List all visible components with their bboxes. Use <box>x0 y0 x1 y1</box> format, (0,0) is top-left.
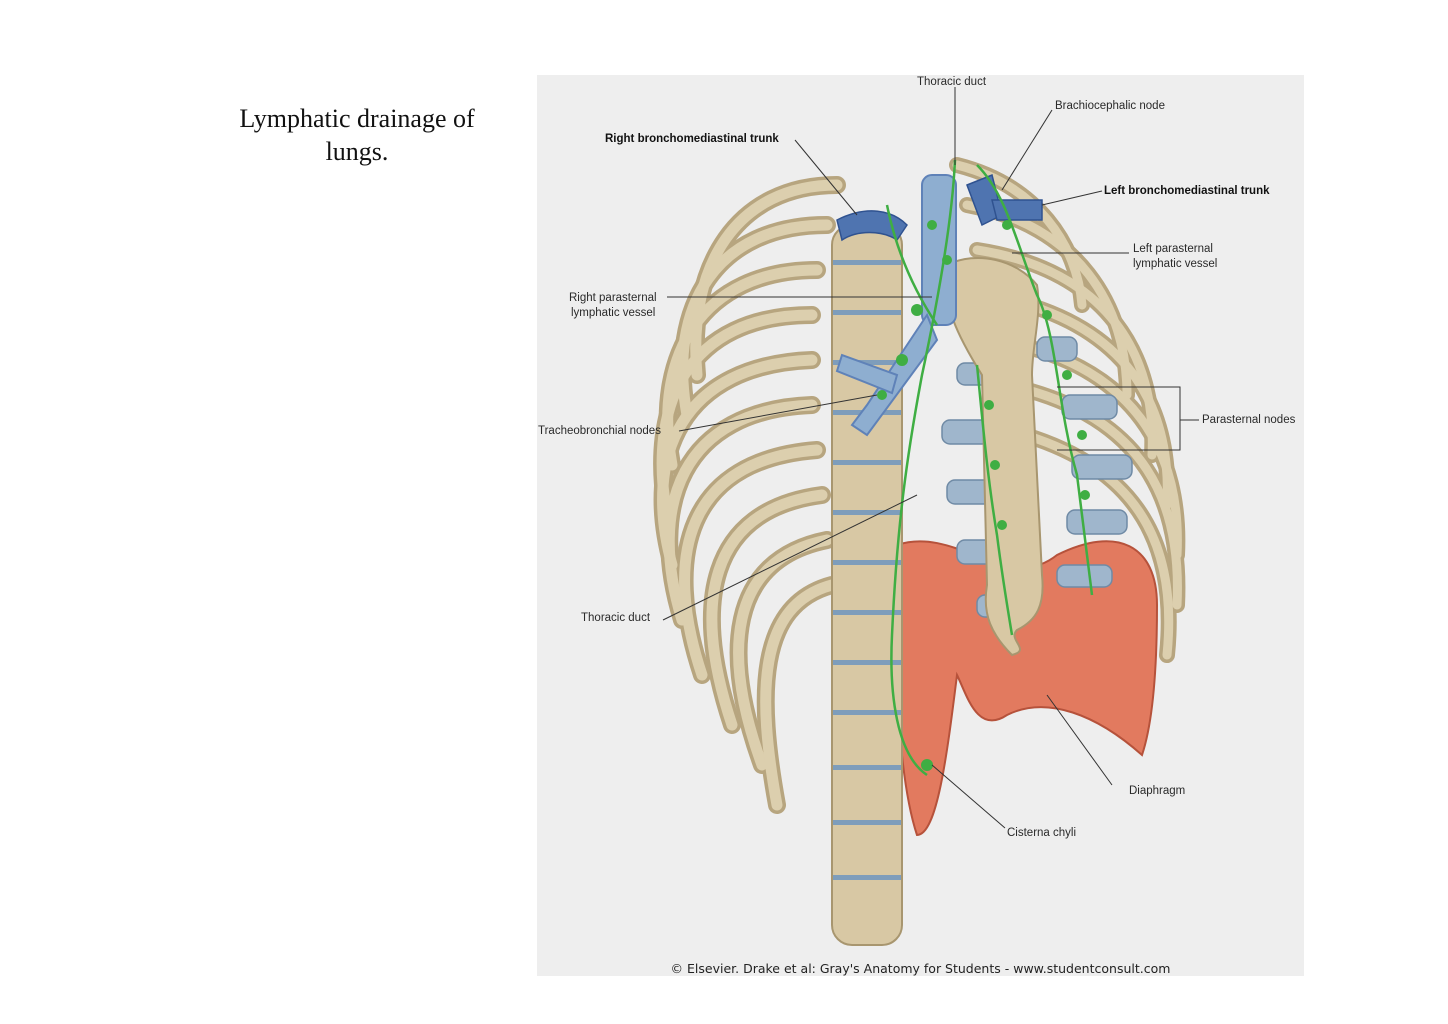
trachea <box>835 174 957 437</box>
thorax-illustration <box>653 87 1199 946</box>
copyright-credit: © Elsevier. Drake et al: Gray's Anatomy … <box>670 961 1171 976</box>
label-diaphragm: Diaphragm <box>1129 785 1186 797</box>
label-thoracic-duct-top: Thoracic duct <box>917 76 987 88</box>
vertebral-column <box>831 224 903 946</box>
label-left-bronchomediastinal-trunk: Left bronchomediastinal trunk <box>1104 185 1270 197</box>
lymph-vessels <box>885 159 1094 777</box>
label-left-parasternal-line1: Left parasternal <box>1133 243 1213 255</box>
anatomy-figure: Thoracic duct Brachiocephalic node Right… <box>537 75 1304 976</box>
lymph-nodes <box>877 220 1090 771</box>
label-brachiocephalic-node: Brachiocephalic node <box>1055 100 1165 112</box>
label-tracheobronchial-nodes: Tracheobronchial nodes <box>538 425 661 437</box>
label-left-parasternal-line2: lymphatic vessel <box>1133 258 1218 270</box>
diaphragm-muscle <box>894 540 1159 837</box>
label-right-parasternal-line1: Right parasternal <box>569 292 657 304</box>
label-parasternal-nodes: Parasternal nodes <box>1202 414 1296 426</box>
label-right-parasternal-line2: lymphatic vessel <box>571 307 656 319</box>
slide-title: Lymphatic drainage of lungs. <box>239 104 475 166</box>
label-thoracic-duct-lower: Thoracic duct <box>581 612 651 624</box>
label-cisterna-chyli: Cisterna chyli <box>1007 827 1077 839</box>
leader-lines <box>662 87 1199 829</box>
label-right-bronchomediastinal-trunk: Right bronchomediastinal trunk <box>605 133 779 145</box>
left-ribs-light <box>656 179 843 811</box>
